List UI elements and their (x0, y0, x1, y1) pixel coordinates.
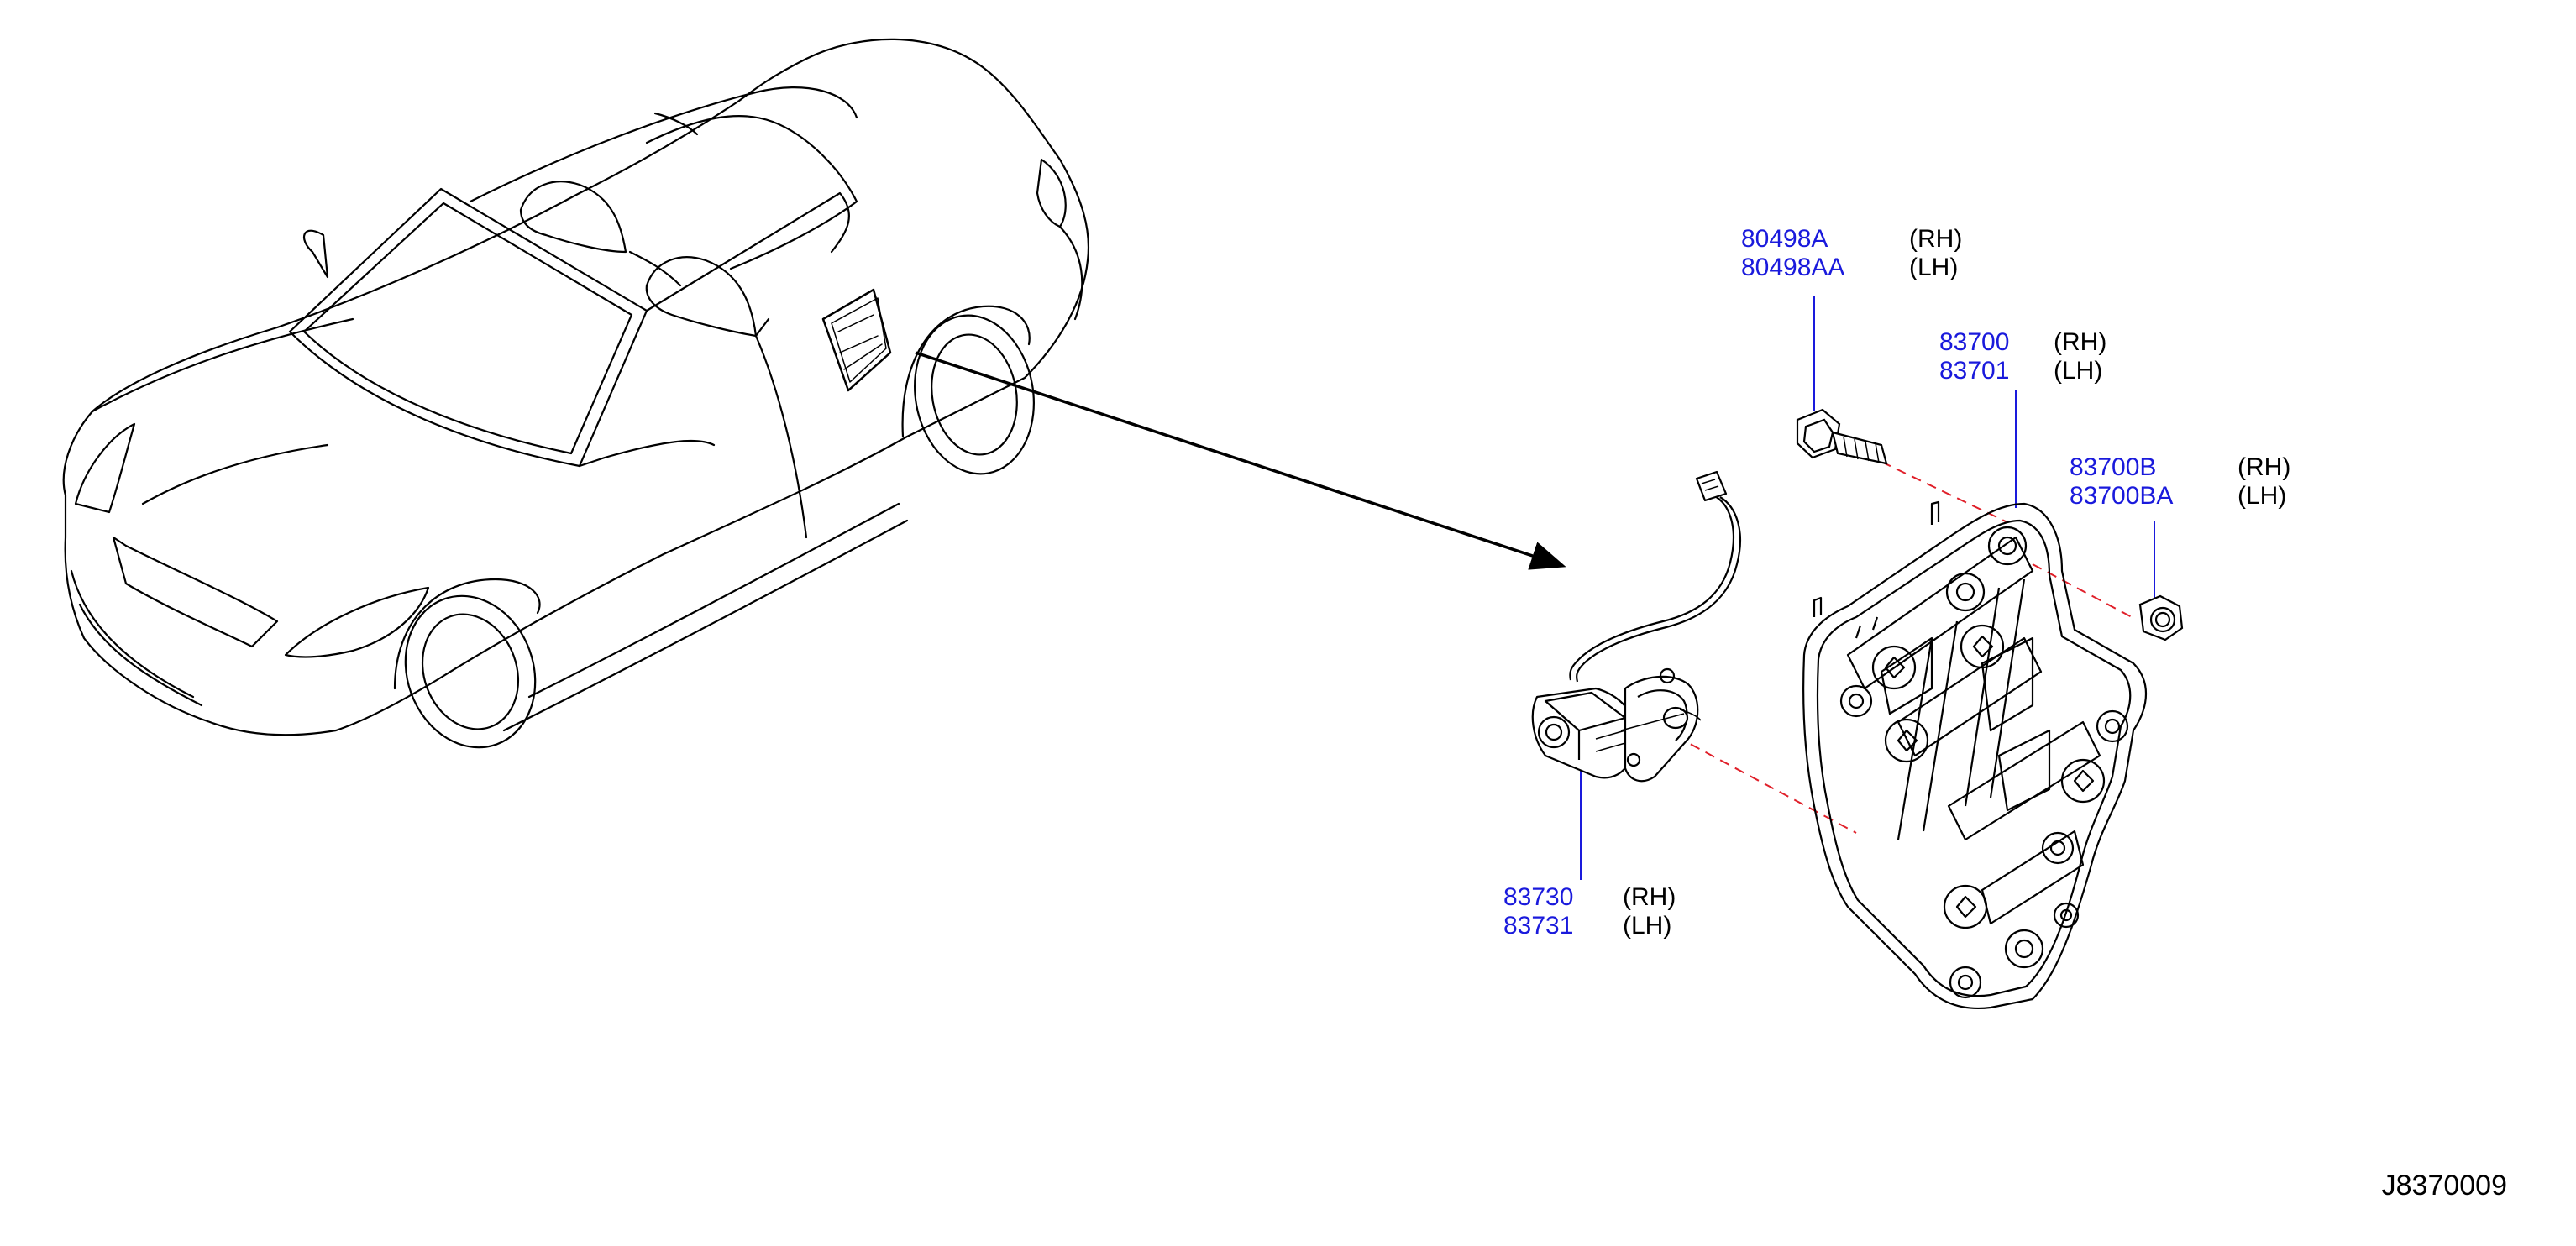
nut-icon (2138, 594, 2184, 641)
side-label-lh: (LH) (1623, 912, 1672, 940)
part-number-lh[interactable]: 83701 (1939, 357, 2010, 385)
pointer-arrow-icon (915, 351, 1566, 570)
window-regulator-icon (1802, 500, 2148, 1009)
side-label-lh: (LH) (1909, 254, 1959, 281)
part-number-rh[interactable]: 83730 (1503, 883, 1574, 911)
diagram-code: J8370009 (2381, 1170, 2507, 1202)
side-label-rh: (RH) (1909, 225, 1963, 253)
part-number-rh[interactable]: 83700B (2070, 453, 2157, 481)
part-number-lh[interactable]: 83700BA (2070, 482, 2174, 510)
side-label-lh: (LH) (2054, 357, 2103, 385)
bolt-icon (1796, 408, 1888, 465)
callout-regulator: 83700 (RH) 83701 (LH) (1939, 328, 2106, 385)
part-number-rh[interactable]: 83700 (1939, 328, 2010, 356)
callout-bolt: 80498A (RH) 80498AA (LH) (1741, 225, 1962, 282)
side-label-lh: (LH) (2238, 482, 2287, 510)
side-label-rh: (RH) (2238, 453, 2291, 481)
callout-nut: 83700B (RH) 83700BA (LH) (2070, 453, 2290, 510)
part-number-lh[interactable]: 80498AA (1741, 254, 1845, 281)
part-number-rh[interactable]: 80498A (1741, 225, 1828, 253)
leader-lines (1580, 296, 2155, 880)
callout-motor: 83730 (RH) 83731 (LH) (1503, 883, 1676, 940)
side-label-rh: (RH) (1623, 883, 1676, 911)
regulator-motor-icon (1531, 470, 1741, 783)
side-label-rh: (RH) (2054, 328, 2107, 356)
part-number-lh[interactable]: 83731 (1503, 912, 1574, 940)
car-outline-icon (62, 38, 1089, 749)
